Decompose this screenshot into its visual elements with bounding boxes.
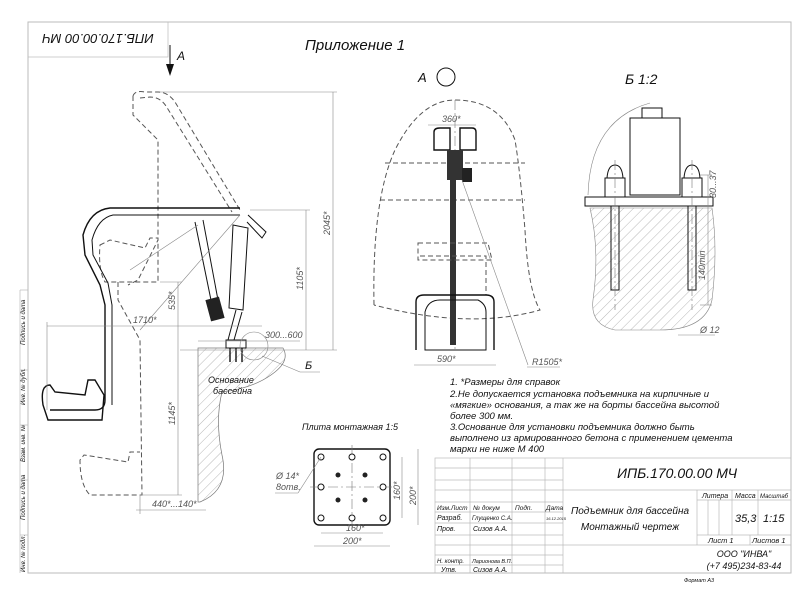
sheet-count: Листов 1 [751, 536, 786, 545]
margin-label: Подпись и дата [21, 299, 27, 345]
col-doc: № докум [473, 504, 500, 512]
plate-dim-inner-v: 160* [392, 481, 402, 500]
plate-hole-count: 8отв. [276, 482, 301, 492]
mounting-plate: Плита монтажная 1:5 Ø 14* 8отв. 160* 200… [275, 422, 419, 547]
base-label: бассейна [213, 386, 252, 396]
note-line: 1. *Размеры для справок [450, 377, 561, 388]
note-line: более 300 мм. [450, 411, 513, 422]
mass-label: Масса [735, 493, 756, 500]
litera-label: Литера [701, 493, 728, 500]
rotation-symbol-icon [436, 67, 456, 87]
notes: 1. *Размеры для справок 2.Не допускается… [449, 377, 733, 455]
pool-base-section [197, 347, 286, 503]
detail-b-title: Б 1:2 [625, 71, 658, 87]
org-phone: (+7 495)234-83-44 [707, 561, 782, 571]
title-name-line1: Подъемник для бассейна [571, 505, 690, 517]
base-label: Основание [208, 375, 254, 385]
dim-seat-lift: 535* [167, 291, 177, 310]
role-dev: Разраб. [437, 514, 462, 522]
left-margin-strip: Подпись и дата Инв. № дубл. Взам. инв. №… [19, 289, 28, 573]
dim-edge-offset: 300...600 [265, 330, 303, 340]
dim-handle-width: 360* [442, 114, 461, 124]
margin-label: Инв. № дубл. [20, 368, 27, 405]
sheet-number: Лист 1 [707, 536, 734, 545]
mirrored-designation: ИПБ.170.00.00 МЧ [42, 31, 154, 46]
margin-label: Подпись и дата [21, 474, 27, 520]
scale-value: 1:15 [763, 513, 785, 525]
approve-name: Сизов А.А. [473, 567, 508, 574]
check-name: Сизов А.А. [473, 526, 508, 533]
dim-reach: 1710* [133, 315, 157, 325]
view-a-arrow: А [166, 45, 185, 76]
dim-seat-depth: 1145* [167, 402, 177, 425]
col-izm-list: Изм.Лист [437, 505, 468, 512]
mirrored-designation-box: ИПБ.170.00.00 МЧ [27, 21, 169, 58]
note-line: 3.Основание для установки подъемника дол… [450, 422, 695, 433]
role-norm: Н. контр. [437, 559, 464, 565]
title-designation: ИПБ.170.00.00 МЧ [617, 465, 738, 481]
note-line: 2.Не допускается установка подъемника на… [449, 389, 710, 400]
dev-date: 16.12.2015 [546, 516, 567, 521]
margin-label: Инв. № подл. [20, 535, 27, 572]
role-approve: Утв. [440, 567, 457, 574]
dim-radius: R1505* [532, 357, 563, 367]
note-line: «мягкие» основания, а так же на борты ба… [450, 400, 720, 411]
drawing-frame [27, 21, 792, 574]
dim-bolt-diameter: Ø 12 [699, 325, 720, 335]
sheet-format: Формат А3 [684, 578, 715, 584]
dim-arm-height: 1105* [295, 267, 305, 290]
plate-dim-inner-h: 160* [346, 523, 365, 533]
role-check: Пров. [437, 526, 456, 533]
appendix-label: Приложение 1 [305, 37, 405, 54]
dev-name: Глущенко С.А. [472, 516, 513, 522]
plate-title: Плита монтажная 1:5 [302, 422, 399, 432]
title-block: ИПБ.170.00.00 МЧ Подъемник для бассейна … [434, 457, 792, 584]
side-view: Б Основание бассейна [41, 91, 320, 503]
dim-total-height: 2045* [322, 211, 332, 236]
dim-seat-width: 590* [437, 354, 456, 364]
detail-b-view: Б 1:2 30...37 140min Ø 12 [584, 71, 720, 336]
note-line: выполнено из армированного бетона с прим… [450, 433, 733, 444]
side-view-dimensions: 2045* 1105* 535* 1145* 1710* 300...600 4… [46, 91, 337, 514]
plate-dim-outer-v: 200* [408, 486, 418, 506]
dim-bottom-offset: 440*...140* [152, 499, 197, 509]
norm-name: Ларионова В.П. [471, 559, 512, 565]
margin-label: Взам. инв. № [20, 424, 27, 462]
dim-nut-height: 30...37 [708, 169, 718, 198]
plate-hole-diameter: Ø 14* [275, 471, 300, 481]
view-a-rotated-label: А [417, 70, 427, 85]
dim-anchor-depth: 140min [697, 250, 707, 280]
detail-b-callout: Б [305, 360, 312, 372]
col-sign: Подп. [515, 504, 532, 512]
col-date: Дата [545, 505, 564, 512]
org-name: ООО "ИНВА" [717, 549, 772, 559]
mass-value: 35,3 [735, 513, 757, 525]
scale-label: Масштаб [760, 494, 789, 500]
note-line: марки не ниже М 400 [450, 444, 545, 455]
title-name-line2: Монтажный чертеж [581, 522, 680, 533]
plate-dim-outner-h: 200* [342, 536, 362, 546]
view-a-label: А [176, 49, 185, 63]
front-view: А R1505* 360* 590* [373, 67, 563, 368]
